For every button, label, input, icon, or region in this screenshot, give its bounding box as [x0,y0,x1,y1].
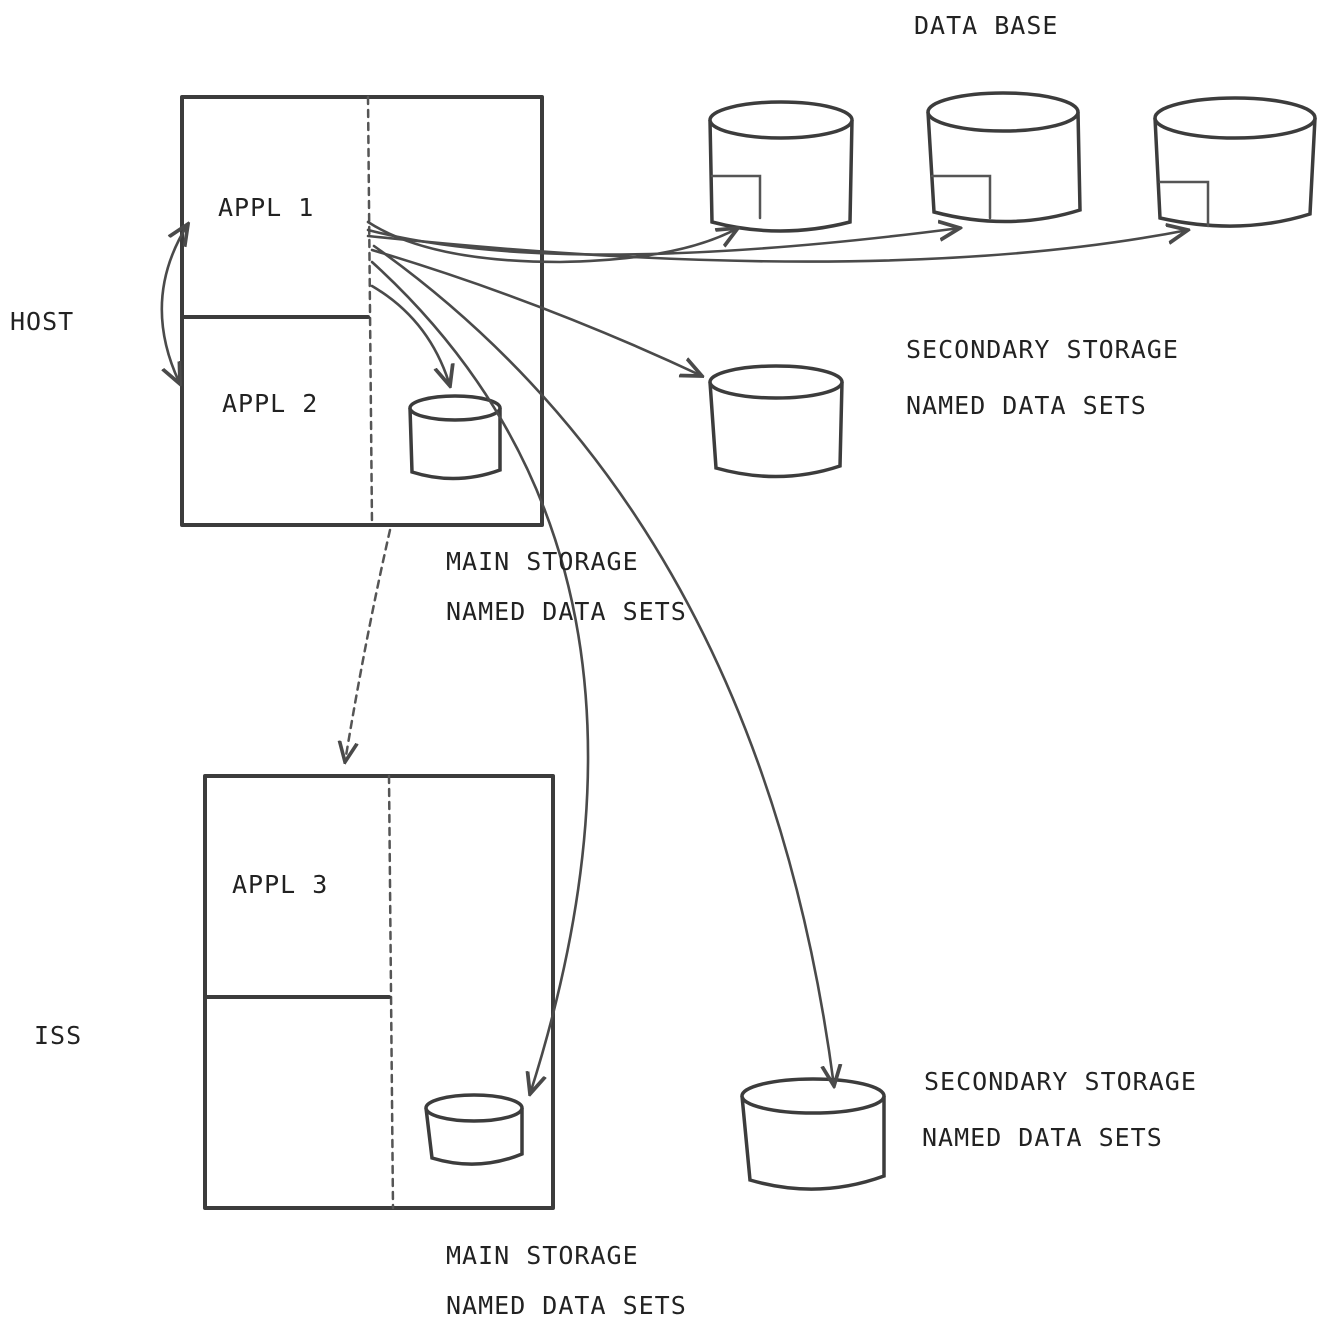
database-cylinder-2 [926,91,1082,224]
appl3-label: APPL 3 [232,870,328,899]
iss-secondary-storage-label-line1: SECONDARY STORAGE [924,1067,1197,1096]
database-cylinder-3 [1153,96,1317,228]
arrow-to-iss-main-storage [370,260,590,1094]
appl1-appl2-arrow [160,224,188,384]
iss-secondary-storage-cylinder [740,1077,886,1191]
host-secondary-storage-label-line2: NAMED DATA SETS [906,391,1147,420]
arrow-to-database-1 [366,220,738,264]
host-main-storage-cylinder [408,394,502,481]
iss-secondary-storage-label-line2: NAMED DATA SETS [922,1123,1163,1152]
appl2-label: APPL 2 [222,389,318,418]
arrow-to-database-2 [366,228,960,256]
database-cylinder-1 [708,100,854,233]
appl1-label: APPL 1 [218,193,314,222]
iss-main-storage-cylinder [424,1093,524,1166]
host-label: HOST [10,307,74,336]
iss-label: ISS [34,1021,82,1050]
arrow-to-iss-secondary-storage [372,244,834,1086]
data-base-label: DATA BASE [914,11,1058,40]
host-main-storage-label-line1: MAIN STORAGE [446,547,639,576]
host-main-storage-label-line2: NAMED DATA SETS [446,597,687,626]
host-secondary-storage-label-line1: SECONDARY STORAGE [906,335,1179,364]
iss-box [203,774,555,1210]
iss-main-storage-label-line1: MAIN STORAGE [446,1241,639,1270]
iss-main-storage-label-line2: NAMED DATA SETS [446,1291,687,1320]
arrow-to-database-3 [366,230,1188,263]
arrow-to-host-secondary-storage [370,248,702,376]
arrow-host-to-iss [345,528,392,762]
arrow-to-host-main-storage [370,284,450,386]
host-secondary-storage-cylinder [708,364,844,479]
